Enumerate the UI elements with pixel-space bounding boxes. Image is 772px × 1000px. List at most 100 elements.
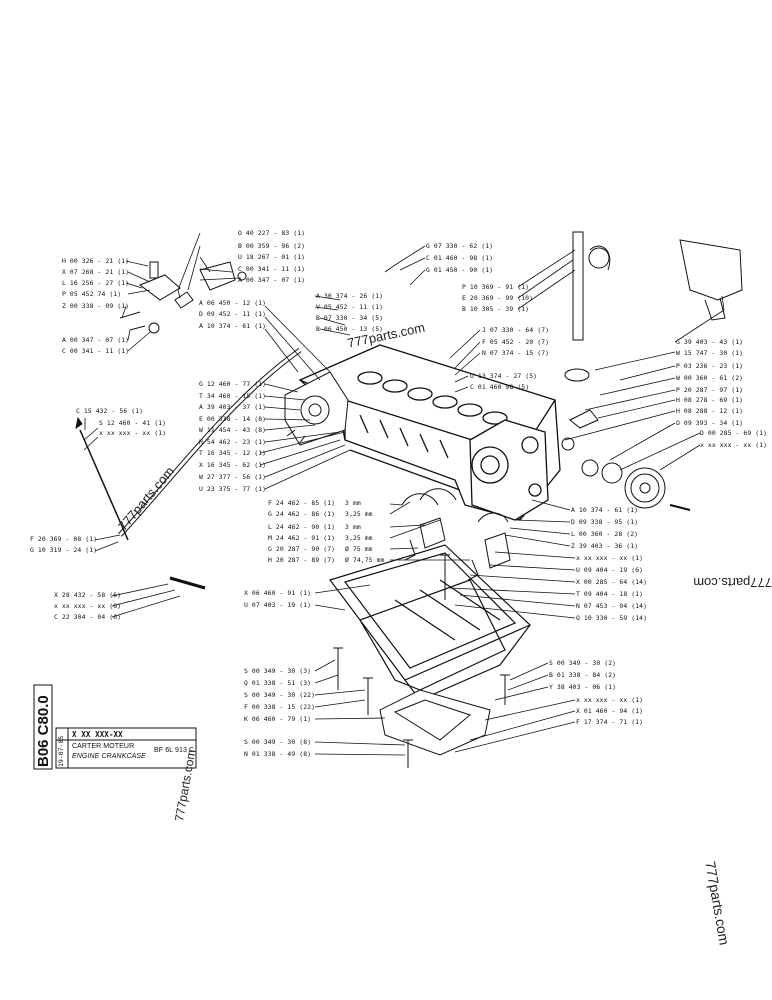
part-callout: P 10 369 - 91 (1) bbox=[462, 283, 530, 291]
part-callout: A 10 374 - 61 (1) bbox=[199, 322, 267, 330]
bearing-size: Ø 75 mm bbox=[345, 545, 373, 553]
part-callout: D 09 338 - 95 (1) bbox=[571, 518, 639, 526]
part-callout: A 30 374 - 26 (1) bbox=[316, 292, 384, 300]
part-callout: D 09 452 - 11 (1) bbox=[199, 310, 267, 318]
part-callout: C 00 341 - 11 (1) bbox=[62, 347, 130, 355]
part-callout: O 09 393 - 34 (1) bbox=[676, 419, 744, 427]
part-callout: U 07 403 - 19 (1) bbox=[244, 601, 312, 609]
part-callout: S 12 460 - 41 (1) bbox=[99, 419, 167, 427]
part-callout: F 20 369 - 08 (1) bbox=[30, 535, 98, 543]
part-callout: B 00 359 - 96 (2) bbox=[238, 242, 306, 250]
part-callout: A 00 347 - 07 (1) bbox=[62, 336, 130, 344]
part-callout: X 01 460 - 94 (1) bbox=[576, 707, 644, 715]
part-callout: B 07 330 - 34 (5) bbox=[316, 314, 384, 322]
part-callout: N 07 374 - 15 (7) bbox=[482, 349, 550, 357]
part-callout: B 10 305 - 39 (1) bbox=[462, 305, 530, 313]
part-callout: Z 39 403 - 36 (1) bbox=[571, 542, 639, 550]
part-callout: K 06 460 - 79 (1) bbox=[244, 715, 312, 723]
part-callout: Z 00 338 - 09 (1) bbox=[62, 302, 130, 310]
filler-pipe bbox=[572, 231, 743, 341]
part-callout: D 00 285 - 69 (1) bbox=[700, 429, 768, 437]
bearing-size: 3 mm bbox=[345, 499, 361, 507]
part-callout: G 12 460 - 77 (1) bbox=[199, 380, 267, 388]
part-callout: G 10 319 - 24 (1) bbox=[30, 546, 98, 554]
part-callout: H 08 288 - 12 (1) bbox=[676, 407, 744, 415]
bolts bbox=[333, 554, 510, 768]
part-callout: A 39 403 - 37 (1) bbox=[199, 403, 267, 411]
leader-lines bbox=[83, 232, 725, 756]
part-callout: B 01 338 - 84 (2) bbox=[549, 671, 617, 679]
bearing-size: 3 mm bbox=[345, 523, 361, 531]
part-callout: U 09 404 - 19 (6) bbox=[576, 566, 644, 574]
part-callout: V 05 452 - 11 (1) bbox=[316, 303, 384, 311]
part-callout: E 00 338 - 14 (8) bbox=[199, 415, 267, 423]
part-callout: O 10 330 - 59 (14) bbox=[576, 614, 648, 622]
part-callout: H 08 278 - 69 (1) bbox=[676, 396, 744, 404]
bearing-size: 3,25 mm bbox=[345, 510, 373, 518]
part-callout: C 00 341 - 11 (1) bbox=[238, 265, 306, 273]
part-callout: x xx xxx - xx (1) bbox=[576, 554, 644, 562]
bearing-shells bbox=[401, 488, 511, 581]
part-callout: S 00 349 - 30 (2) bbox=[549, 659, 617, 667]
part-callout: C 01 460 - 98 (1) bbox=[426, 254, 494, 262]
part-callout: H 54 462 - 23 (1) bbox=[199, 438, 267, 446]
part-callout: U 18 267 - 01 (1) bbox=[238, 253, 306, 261]
part-callout: F 05 452 - 20 (7) bbox=[482, 338, 550, 346]
part-callout: P 20 287 - 97 (1) bbox=[676, 386, 744, 394]
oil-sump bbox=[329, 544, 532, 701]
part-callout: S 00 349 - 30 (3) bbox=[244, 667, 312, 675]
part-callout: M 24 462 - 91 (1) bbox=[268, 534, 336, 542]
part-callout: X 07 268 - 21 (1) bbox=[62, 268, 130, 276]
part-callout: F 17 374 - 71 (1) bbox=[576, 718, 644, 726]
part-callout: L 16 256 - 27 (1) bbox=[62, 279, 130, 287]
part-callout: W 11 454 - 43 (8) bbox=[199, 426, 267, 434]
part-callout: C 22 304 - 04 (6) bbox=[54, 613, 122, 621]
gear-and-seals bbox=[561, 368, 691, 511]
part-callout: T 09 404 - 18 (1) bbox=[576, 590, 644, 598]
part-callout: X 00 285 - 64 (14) bbox=[576, 578, 648, 586]
part-callout: F 00 338 - 15 (22) bbox=[244, 703, 316, 711]
part-callout: J 07 330 - 64 (7) bbox=[482, 326, 550, 334]
part-callout: U 13 374 - 27 (5) bbox=[470, 372, 538, 380]
sump-plate bbox=[379, 689, 491, 756]
part-callout: G 20 287 - 90 (7) bbox=[268, 545, 336, 553]
part-callout: x xx xxx - xx (6) bbox=[54, 602, 122, 610]
title-french: CARTER MOTEUR bbox=[72, 743, 135, 750]
part-callout: U 23 375 - 77 (1) bbox=[199, 485, 267, 493]
part-callout: C 01 460 98 (5) bbox=[470, 383, 530, 391]
part-callout: x xx xxx - xx (1) bbox=[99, 429, 167, 437]
part-callout: A 10 374 - 61 (1) bbox=[571, 506, 639, 514]
part-callout: A 06 450 - 12 (1) bbox=[199, 299, 267, 307]
part-callout: N 01 338 - 49 (8) bbox=[244, 750, 312, 758]
part-callout: A 00 347 - 07 (1) bbox=[238, 276, 306, 284]
part-callout: W 27 377 - 56 (1) bbox=[199, 473, 267, 481]
bracket-assembly bbox=[119, 261, 247, 334]
part-callout: W 15 747 - 30 (1) bbox=[676, 349, 744, 357]
part-callout: O 40 227 - 83 (1) bbox=[238, 229, 306, 237]
part-callout: F 24 462 - 85 (1) bbox=[268, 499, 336, 507]
part-callout: P 05 452 74 (1) bbox=[62, 290, 122, 298]
bearing-size: 3,25 mm bbox=[345, 534, 373, 542]
part-callout: L 24 462 - 90 (1) bbox=[268, 523, 336, 531]
part-callout: X 16 345 - 62 (1) bbox=[199, 461, 267, 469]
bearing-size: Ø 74,75 mm bbox=[345, 556, 385, 564]
part-callout: Q 01 338 - 51 (3) bbox=[244, 679, 312, 687]
part-callout: X 06 460 - 91 (1) bbox=[244, 589, 312, 597]
part-callout: B 06 450 - 13 (5) bbox=[316, 325, 384, 333]
part-callout: N 07 453 - 04 (14) bbox=[576, 602, 648, 610]
part-callout: C 15 432 - 56 (1) bbox=[76, 407, 144, 415]
issue-date: 19-07-85 bbox=[57, 735, 65, 767]
part-callout: Y 38 403 - 06 (1) bbox=[549, 683, 617, 691]
part-callout: X 28 432 - 58 (6) bbox=[54, 591, 122, 599]
title-block-frame bbox=[33, 684, 197, 770]
part-callout: H 20 287 - 89 (7) bbox=[268, 556, 336, 564]
part-callout: x xx xxx - xx (1) bbox=[576, 696, 644, 704]
part-callout: x xx xxx - xx (1) bbox=[700, 441, 768, 449]
part-callout: T 34 460 - 15 (1) bbox=[199, 392, 267, 400]
crankcase-block bbox=[298, 344, 561, 521]
part-callout: H 00 326 - 21 (1) bbox=[62, 257, 130, 265]
part-callout: S 00 349 - 30 (8) bbox=[244, 738, 312, 746]
part-callout: P 03 236 - 23 (1) bbox=[676, 362, 744, 370]
